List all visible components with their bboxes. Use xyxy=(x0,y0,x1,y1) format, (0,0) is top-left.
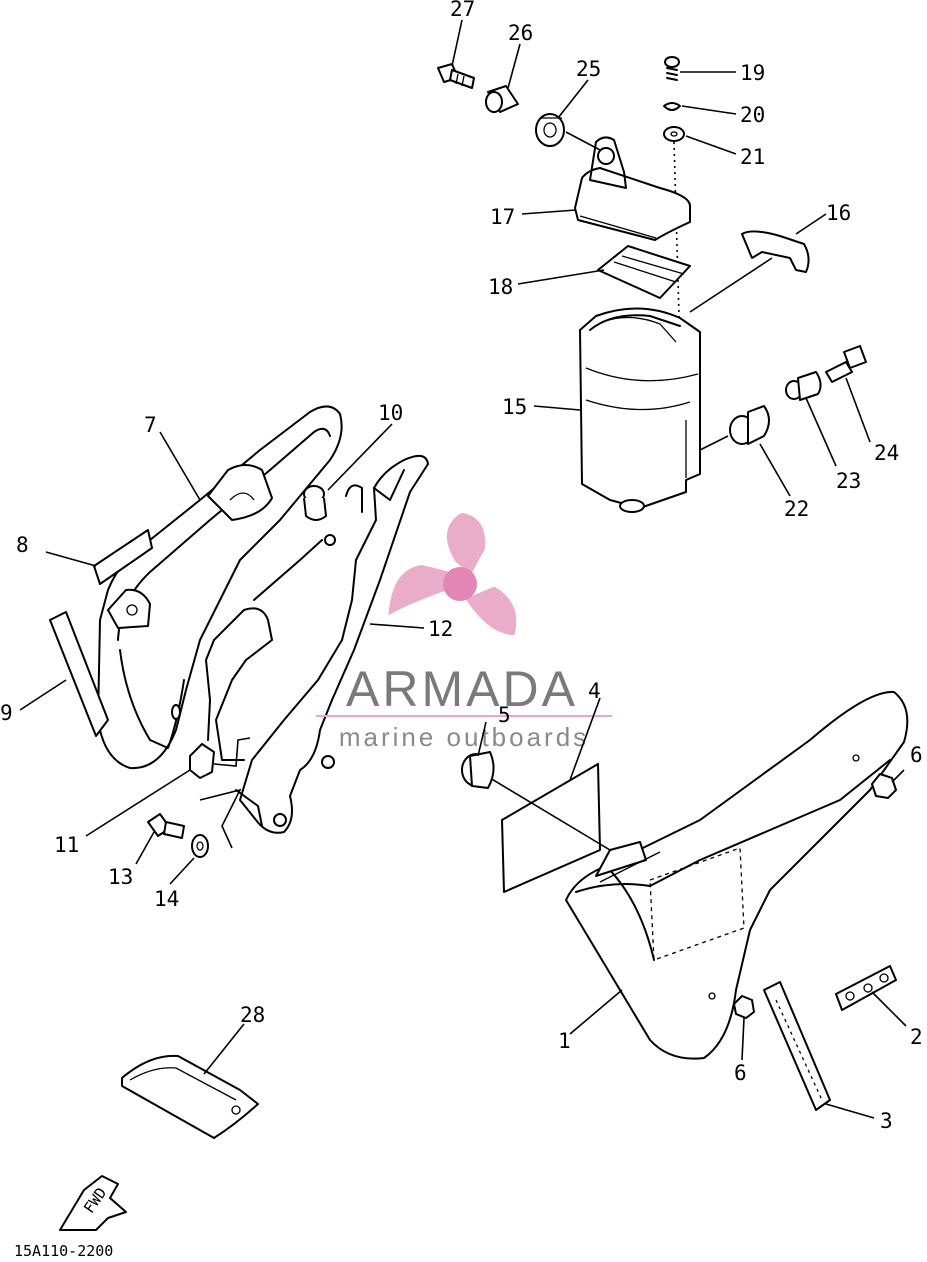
callout-28: 28 xyxy=(240,1003,265,1027)
callout-5: 5 xyxy=(498,703,511,727)
callout-23: 23 xyxy=(836,469,861,493)
collar-26-part xyxy=(485,85,519,113)
callout-6-upper: 6 xyxy=(910,743,923,767)
collar-22-part xyxy=(729,405,770,445)
filter-18-part xyxy=(597,245,691,299)
cover-17-part xyxy=(574,136,691,241)
grommet-5-part xyxy=(461,751,495,789)
callout-labels: 1 2 3 4 5 6 6 7 8 9 10 11 12 13 14 15 16… xyxy=(0,0,923,1133)
washer-14-part xyxy=(191,834,209,858)
bolt-27-part xyxy=(437,63,475,89)
drawing-code: 15A110-2200 xyxy=(14,1242,113,1260)
armada-logo-icon xyxy=(388,512,517,636)
callout-16: 16 xyxy=(826,201,851,225)
callout-17: 17 xyxy=(490,205,515,229)
watermark-tagline: marine outboards xyxy=(339,722,589,752)
callout-10: 10 xyxy=(378,401,403,425)
washer-21-part xyxy=(663,126,685,142)
bracket-16-part xyxy=(741,230,810,273)
callout-26: 26 xyxy=(508,21,533,45)
watermark-name: ARMADA xyxy=(346,661,578,717)
callout-2: 2 xyxy=(910,1025,923,1049)
callout-8: 8 xyxy=(16,533,29,557)
callout-14: 14 xyxy=(154,887,179,911)
leader-lines xyxy=(19,19,907,1119)
damper-8-part xyxy=(93,529,153,585)
callout-9: 9 xyxy=(0,701,13,725)
collar-23-part xyxy=(785,371,822,401)
callout-13: 13 xyxy=(108,865,133,889)
grommet-10-part xyxy=(303,485,327,521)
washer-20-part xyxy=(663,102,681,111)
plate-2-part xyxy=(835,965,897,1011)
strip-9-part xyxy=(49,611,109,737)
callout-15: 15 xyxy=(502,395,527,419)
bolt-24-part xyxy=(825,345,867,383)
screw-19-part xyxy=(664,56,680,81)
callout-11: 11 xyxy=(54,833,79,857)
callout-24: 24 xyxy=(874,441,899,465)
bolt-13-part xyxy=(147,813,185,839)
callout-1: 1 xyxy=(558,1029,571,1053)
callout-25: 25 xyxy=(576,57,601,81)
nut-11-part xyxy=(189,743,215,779)
pad-4-part xyxy=(501,763,601,893)
callout-7: 7 xyxy=(144,413,157,437)
nut-6-lower-part xyxy=(733,995,755,1019)
pad-28-part xyxy=(121,1054,259,1139)
case-15-part xyxy=(579,307,701,513)
callout-20: 20 xyxy=(740,103,765,127)
callout-21: 21 xyxy=(740,145,765,169)
nut-6-upper-part xyxy=(871,773,897,799)
callout-12: 12 xyxy=(428,617,453,641)
grommet-25-part xyxy=(535,113,565,147)
strip-3-part xyxy=(763,981,831,1111)
callout-3: 3 xyxy=(880,1109,893,1133)
callout-4: 4 xyxy=(588,679,601,703)
callout-18: 18 xyxy=(488,275,513,299)
callout-22: 22 xyxy=(784,497,809,521)
callout-6-lower: 6 xyxy=(734,1061,747,1085)
side-cover-1-part xyxy=(565,690,909,1060)
callout-19: 19 xyxy=(740,61,765,85)
callout-27: 27 xyxy=(450,0,475,21)
fwd-arrow: FWD xyxy=(59,1175,127,1231)
